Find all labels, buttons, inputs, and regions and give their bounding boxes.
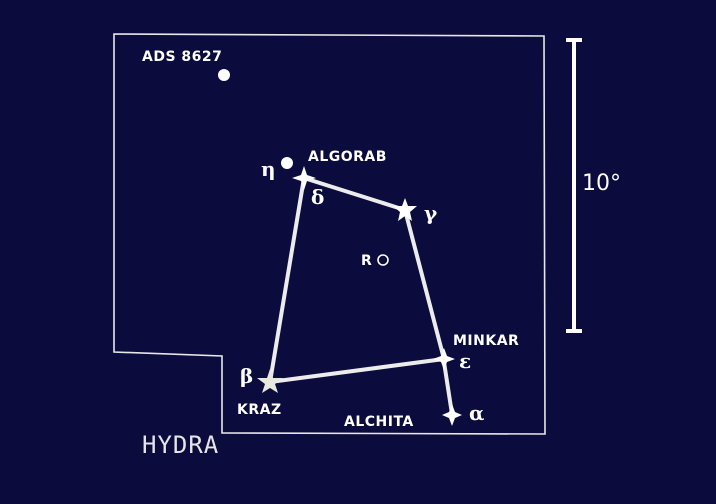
star-gamma: γ — [393, 198, 438, 225]
scale-bar — [566, 38, 582, 333]
star-epsilon: MINKAR ε — [433, 333, 519, 373]
neighbor-constellation-label: HYDRA — [142, 431, 219, 459]
five-point-star-icon — [393, 198, 417, 221]
star-label-algorab: ALGORAB — [308, 149, 387, 165]
line-beta-delta — [268, 176, 306, 384]
dot-star-icon — [281, 157, 293, 169]
star-delta: ALGORAB δ — [292, 149, 387, 209]
line-epsilon-beta — [268, 357, 446, 384]
four-point-star-icon — [292, 166, 316, 190]
four-point-star-icon — [442, 404, 462, 426]
star-greek-beta: β — [240, 364, 253, 388]
four-point-star-icon — [433, 348, 455, 370]
star-label-minkar: MINKAR — [453, 333, 519, 349]
star-label-ads8627: ADS 8627 — [142, 49, 222, 65]
star-greek-gamma: γ — [424, 201, 438, 225]
asterism-lines — [268, 176, 454, 416]
star-greek-delta: δ — [311, 185, 324, 209]
constellation-boundary — [113, 33, 546, 435]
ring-star-icon — [377, 254, 389, 266]
scale-label: 10° — [582, 171, 621, 196]
star-label-kraz: KRAZ — [237, 402, 282, 418]
variable-star-r: R — [361, 253, 389, 269]
star-label-alchita: ALCHITA — [344, 414, 414, 430]
dot-star-icon — [218, 69, 230, 81]
star-alpha: ALCHITA α — [344, 401, 484, 430]
five-point-star-icon — [257, 369, 283, 393]
line-delta-gamma — [302, 176, 407, 212]
line-gamma-epsilon — [403, 208, 446, 361]
star-beta: β KRAZ — [237, 364, 283, 418]
star-greek-eta: η — [261, 157, 276, 181]
star-eta: η — [261, 157, 293, 181]
star-greek-alpha: α — [469, 401, 484, 425]
line-epsilon-alpha — [442, 360, 454, 416]
star-ads8627: ADS 8627 — [142, 49, 230, 81]
star-greek-epsilon: ε — [459, 349, 471, 373]
star-label-r: R — [361, 253, 372, 269]
